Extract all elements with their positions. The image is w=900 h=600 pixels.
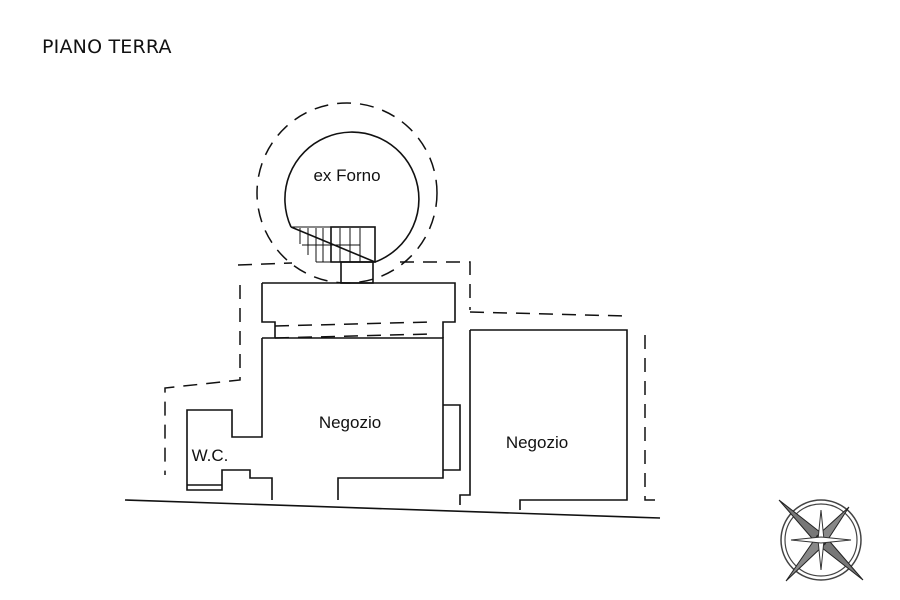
room-label-shop-left: Negozio	[319, 413, 381, 432]
compass-rose-icon	[778, 499, 864, 582]
shop-right-wall	[459, 329, 628, 510]
corridor-wall	[261, 282, 456, 338]
room-label-shop-right: Negozio	[506, 433, 568, 452]
floor-title: PIANO TERRA	[42, 36, 172, 58]
oven-wall	[284, 131, 420, 263]
oven-room: ex Forno	[256, 102, 438, 284]
party-wall	[443, 404, 461, 471]
room-label-oven: ex Forno	[313, 166, 380, 185]
oven-outer-dashed-outline	[256, 102, 438, 284]
shop-left-wall	[186, 337, 444, 500]
staircase	[291, 226, 376, 284]
property-boundary-dashed	[164, 261, 660, 501]
room-label-wc: W.C.	[192, 446, 229, 465]
street-line	[124, 499, 661, 519]
